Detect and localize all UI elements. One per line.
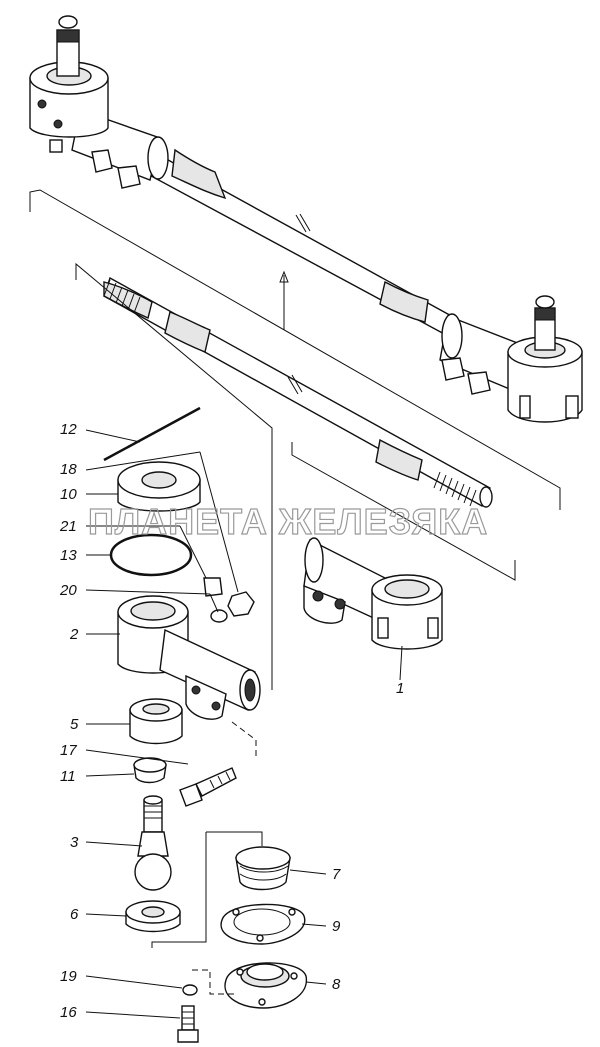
callout-labels: 12 18 10 21 13 20 2 1 5 17 11 3 6 7 9 8 … [59,421,404,1021]
callout-3: 3 [70,834,79,851]
bracket-lower [151,832,207,948]
callout-7: 7 [332,866,341,883]
bolt-alignment [231,721,257,760]
part-5-bushing [129,698,183,745]
leader-lines [85,429,403,1019]
fastener-alignment [192,969,234,995]
part-16-bolt [177,1005,199,1043]
callout-17: 17 [60,742,77,759]
part-21-grease-fitting [203,577,223,597]
callout-16: 16 [60,1004,77,1021]
part-11-insert [133,757,167,784]
callout-21: 21 [59,518,77,535]
callout-5: 5 [70,716,79,733]
callout-13: 13 [60,547,77,564]
part-20-washer [210,609,228,623]
callout-12: 12 [60,421,77,438]
part-10-plug [117,461,201,512]
callout-18: 18 [60,461,77,478]
part-6-washer [125,900,181,933]
callout-20: 20 [59,582,77,599]
tie-rod-tube [103,276,493,508]
part-12-cotter-pin [103,406,201,462]
part-3-ball-pin [134,795,172,891]
callout-9: 9 [332,918,341,935]
tie-rod-assembly [29,15,583,423]
part-18-nut [227,591,255,617]
part-19-lock-washer [182,984,198,996]
bracket-upper [206,831,263,846]
exploded-view-frame [29,189,561,510]
callout-1: 1 [396,680,404,697]
frame-left [75,262,273,690]
part-2-rod-end [117,595,261,720]
frame-right [291,442,516,581]
callout-2: 2 [69,626,79,643]
part-8-cover [224,962,307,1009]
callout-10: 10 [60,486,77,503]
part-1-rod-end [303,537,443,650]
callout-6: 6 [70,906,79,923]
callout-19: 19 [60,968,77,985]
part-9-gasket [220,903,306,945]
callout-8: 8 [332,976,341,993]
callout-11: 11 [60,768,76,785]
part-7-boot [235,846,291,891]
part-17-bolt [179,767,237,807]
watermark: ПЛАНЕТА ЖЕЛЕЗЯКА [88,501,488,542]
